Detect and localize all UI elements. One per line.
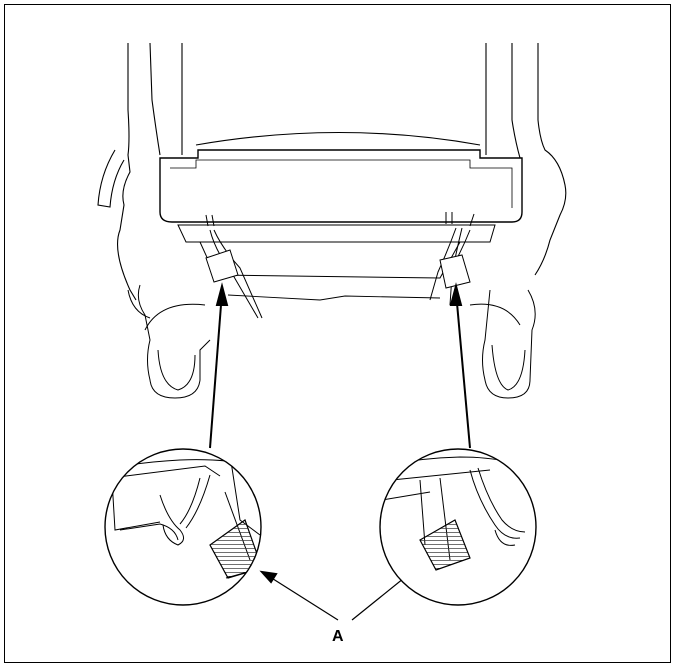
seat-side-frames bbox=[127, 284, 536, 399]
callout-label-a: A bbox=[332, 628, 344, 645]
harness-clips-right bbox=[429, 212, 475, 306]
seat-base-frame bbox=[159, 149, 523, 301]
detail-circle-right bbox=[379, 448, 537, 606]
seat-back-outline bbox=[97, 42, 567, 301]
detail-circle-left bbox=[104, 448, 262, 606]
harness-clips-left bbox=[205, 214, 263, 319]
